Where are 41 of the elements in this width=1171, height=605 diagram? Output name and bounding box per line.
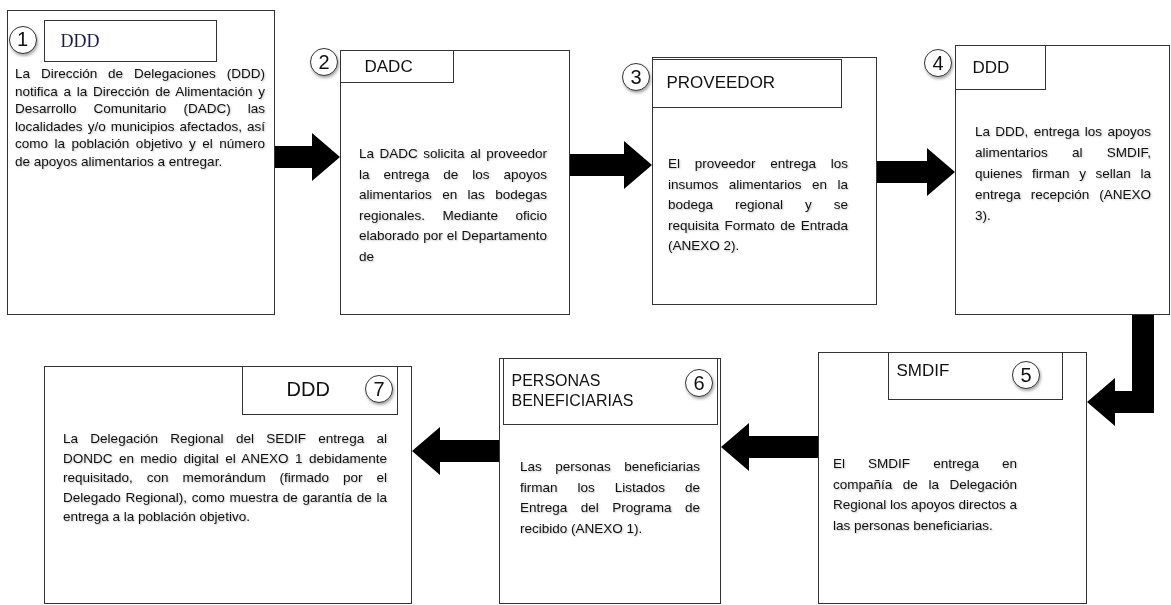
step-card [955,45,1170,315]
step-title: DDD [60,30,101,51]
heading-box [651,58,842,108]
step-description: Las personas beneficiarias firman los Listados de Entrega del Programa de recibido (ANEXO 1). [520,458,700,538]
block-arrow [1087,315,1154,426]
block-arrow [721,423,818,471]
block-arrow [877,148,955,196]
block-arrow [275,133,340,181]
step-card [818,352,1087,604]
step-number: 1 [8,25,37,54]
step-title: PROVEEDOR [666,72,777,93]
step-card [44,366,412,604]
heading-box [887,351,1063,400]
heading-box [502,357,718,425]
step-title: DADC [364,56,414,77]
step-number: 2 [310,48,338,76]
step-description: El SMDIF entrega en compañía de la Delegación Regional los apoyos directos a las personas beneficiarias. [833,455,1017,535]
step-title: SMDIF [896,360,951,381]
block-arrow [570,141,652,189]
heading-box [43,19,217,62]
step-description: La Dirección de Delegaciones (DDD) notifica a la Dirección de Alimentación y Desarrollo Comunitario (DADC) las localidades y/o municipios afectados, así como la población objetivo y el número de apoyos alimentarios a entregar. [15,65,265,170]
heading-box [339,49,454,83]
step-number: 7 [365,375,393,403]
step-number: 6 [685,369,713,397]
step-number: 5 [1012,361,1040,389]
step-card [340,50,570,315]
step-description: El proveedor entrega los insumos alimentarios en la bodega regional y se requisita Formato de Entrada (ANEXO 2). [668,155,848,255]
step-number: 4 [924,49,952,77]
step-card [652,57,877,305]
step-title: DDD [286,378,331,399]
heading-box [241,365,398,415]
step-title: PERSONAS BENEFICIARIAS [511,370,635,411]
step-description: La DADC solicita al proveedor la entrega de los apoyos alimentarios en las bodegas regionales. Mediante oficio elaborado por el Departamento de [359,145,547,266]
step-description: La DDD, entrega los apoyos alimentarios al SMDIF, quienes firman y sellan la entrega recepción (ANEXO 3). [975,123,1151,225]
block-arrow [412,427,499,475]
heading-box [954,44,1046,90]
step-title: DDD [972,57,1007,78]
step-description: La Delegación Regional del SEDIF entrega al DONDC en medio digital el ANEXO 1 debidamente requisitado, con memorándum (firmado por el Delegado Regional), como muestra de garantía de la entrega a la población objetivo. [63,430,387,526]
step-card [7,10,275,315]
step-card [499,358,721,604]
step-number: 3 [622,63,650,91]
